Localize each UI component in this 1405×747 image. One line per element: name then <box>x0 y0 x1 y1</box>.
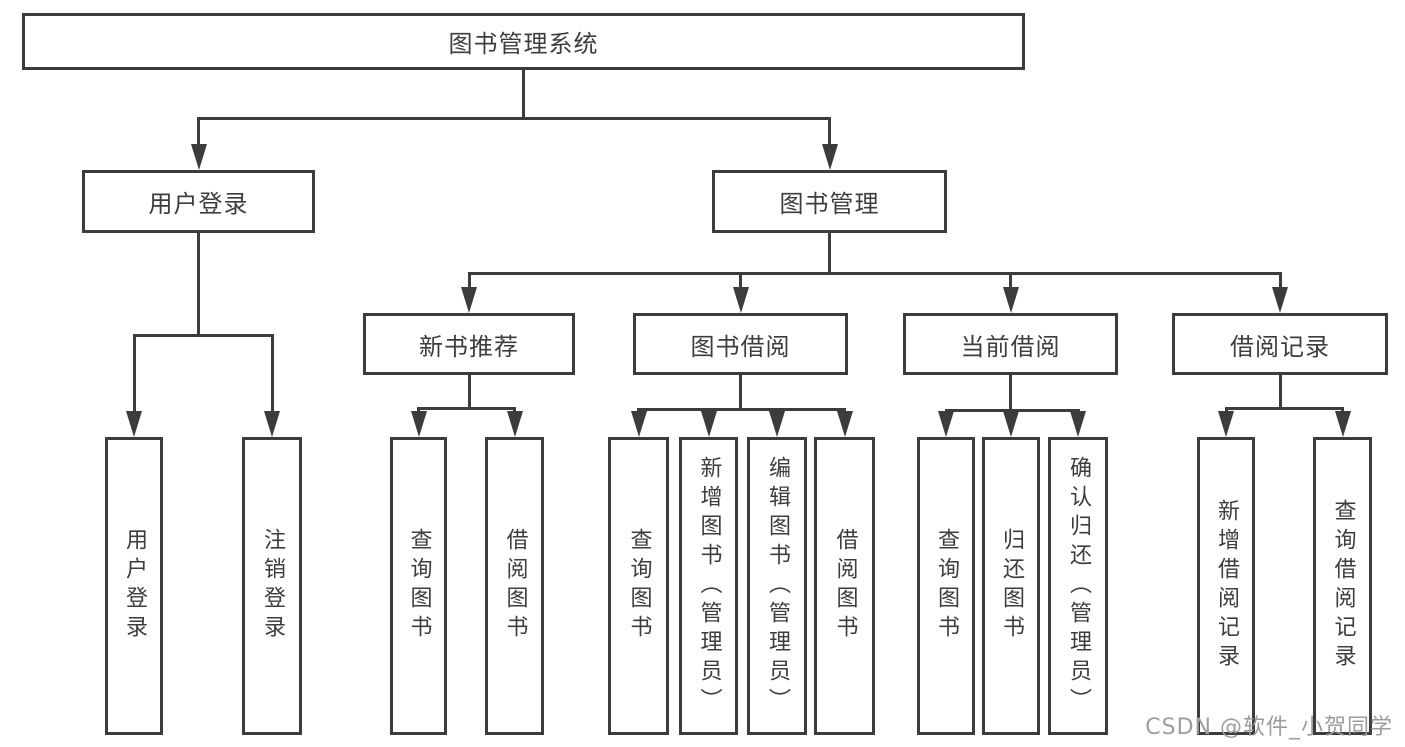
node-label-v-user-login: 用户登录 <box>122 528 147 644</box>
arrowhead-v-add-record <box>1218 411 1234 437</box>
connector-drop-v-query-book-1 <box>417 407 420 413</box>
node-label-v-borrow-book-1: 借阅图书 <box>502 528 528 644</box>
connector-stem-root <box>522 70 525 117</box>
connector-drop-book-borrow <box>739 272 742 289</box>
connector-drop-v-user-login <box>132 334 136 413</box>
arrowhead-v-borrow-book-2 <box>836 411 853 437</box>
arrowhead-book-mgmt <box>821 144 838 170</box>
connector-drop-user-login <box>197 117 200 146</box>
node-label-book-mgmt: 图书管理 <box>779 190 880 218</box>
node-v-borrow-book-1: 借阅图书 <box>485 437 544 735</box>
arrowhead-v-user-login <box>126 411 142 437</box>
connector-drop-v-edit-book <box>775 408 779 413</box>
node-root: 图书管理系统 <box>22 13 1025 70</box>
connector-drop-new-book-rec <box>467 272 471 289</box>
arrowhead-new-book-rec <box>461 287 477 313</box>
node-label-v-add-book: 新增图书（管理员） <box>696 455 722 717</box>
connector-stem-new-book-rec <box>467 375 471 407</box>
node-v-add-record: 新增借阅记录 <box>1197 437 1255 735</box>
node-label-borrow-records: 借阅记录 <box>1230 332 1330 361</box>
connector-rail-new-book-rec <box>417 407 516 410</box>
arrowhead-v-add-book <box>700 411 717 437</box>
arrowhead-v-return-book <box>1003 411 1019 437</box>
node-label-user-login: 用户登录 <box>148 190 249 218</box>
connector-drop-v-logout <box>270 334 274 413</box>
node-v-add-book: 新增图书（管理员） <box>679 437 738 735</box>
arrowhead-v-query-book-2 <box>630 411 647 437</box>
connector-rail-book-mgmt <box>467 272 1282 275</box>
arrowhead-v-query-book-1 <box>410 411 427 437</box>
node-v-user-login: 用户登录 <box>105 437 163 735</box>
arrowhead-v-query-book-3 <box>938 411 954 437</box>
node-label-v-logout: 注销登录 <box>260 528 285 644</box>
arrowhead-user-login <box>190 144 207 170</box>
connector-rail-book-borrow <box>637 408 846 411</box>
node-v-logout: 注销登录 <box>242 437 302 735</box>
arrowhead-current-borrow <box>1002 287 1019 313</box>
node-label-book-borrow: 图书借阅 <box>690 332 791 361</box>
node-v-borrow-book-2: 借阅图书 <box>814 437 875 735</box>
arrowhead-v-logout <box>264 411 280 437</box>
connector-stem-book-mgmt <box>828 233 831 272</box>
connector-drop-current-borrow <box>1009 272 1012 289</box>
node-label-v-return-book: 归还图书 <box>999 528 1024 644</box>
connector-drop-v-borrow-book-1 <box>513 407 516 413</box>
connector-rail-user-login <box>132 334 274 337</box>
node-label-current-borrow: 当前借阅 <box>960 332 1061 361</box>
connector-drop-book-mgmt <box>828 117 831 146</box>
connector-rail-root <box>197 117 831 120</box>
node-label-v-confirm-return: 确认归还（管理员） <box>1066 455 1091 717</box>
arrowhead-v-borrow-book-1 <box>506 411 523 437</box>
arrowhead-v-edit-book <box>769 411 785 437</box>
connector-drop-v-query-book-2 <box>637 408 640 413</box>
node-v-return-book: 归还图书 <box>982 437 1040 735</box>
node-v-query-record: 查询借阅记录 <box>1313 437 1372 735</box>
node-label-v-query-book-2: 查询图书 <box>626 528 652 644</box>
node-label-v-borrow-book-2: 借阅图书 <box>832 528 858 644</box>
node-new-book-rec: 新书推荐 <box>363 313 575 375</box>
node-label-v-query-book-3: 查询图书 <box>934 528 959 644</box>
node-user-login: 用户登录 <box>82 170 315 233</box>
connector-drop-v-add-record <box>1224 407 1228 413</box>
connector-drop-v-query-record <box>1341 407 1344 413</box>
node-v-confirm-return: 确认归还（管理员） <box>1048 437 1108 735</box>
connector-stem-book-borrow <box>739 375 742 408</box>
connector-drop-borrow-records <box>1278 272 1282 289</box>
node-label-new-book-rec: 新书推荐 <box>419 332 519 361</box>
connector-stem-user-login <box>197 233 200 334</box>
node-label-root: 图书管理系统 <box>448 30 599 58</box>
connector-stem-borrow-records <box>1278 375 1282 407</box>
connector-rail-borrow-records <box>1224 407 1344 410</box>
node-book-mgmt: 图书管理 <box>712 170 947 233</box>
csdn-watermark: CSDN @软件_小贺同学 <box>1145 715 1393 740</box>
node-v-query-book-2: 查询图书 <box>608 437 669 735</box>
arrowhead-v-confirm-return <box>1070 411 1086 437</box>
node-v-query-book-3: 查询图书 <box>917 437 975 735</box>
arrowhead-book-borrow <box>732 287 749 313</box>
arrowhead-v-query-record <box>1334 411 1351 437</box>
node-current-borrow: 当前借阅 <box>903 313 1118 375</box>
connector-drop-v-add-book <box>707 408 710 413</box>
node-label-v-query-record: 查询借阅记录 <box>1330 499 1356 673</box>
node-v-query-book-1: 查询图书 <box>390 437 447 735</box>
node-label-v-add-record: 新增借阅记录 <box>1214 499 1239 673</box>
node-label-v-edit-book: 编辑图书（管理员） <box>765 455 790 717</box>
connector-stem-current-borrow <box>1009 375 1012 409</box>
arrowhead-borrow-records <box>1272 287 1288 313</box>
node-borrow-records: 借阅记录 <box>1172 313 1388 375</box>
connector-drop-v-borrow-book-2 <box>843 408 846 413</box>
node-v-edit-book: 编辑图书（管理员） <box>747 437 807 735</box>
node-label-v-query-book-1: 查询图书 <box>406 528 432 644</box>
node-book-borrow: 图书借阅 <box>633 313 848 375</box>
